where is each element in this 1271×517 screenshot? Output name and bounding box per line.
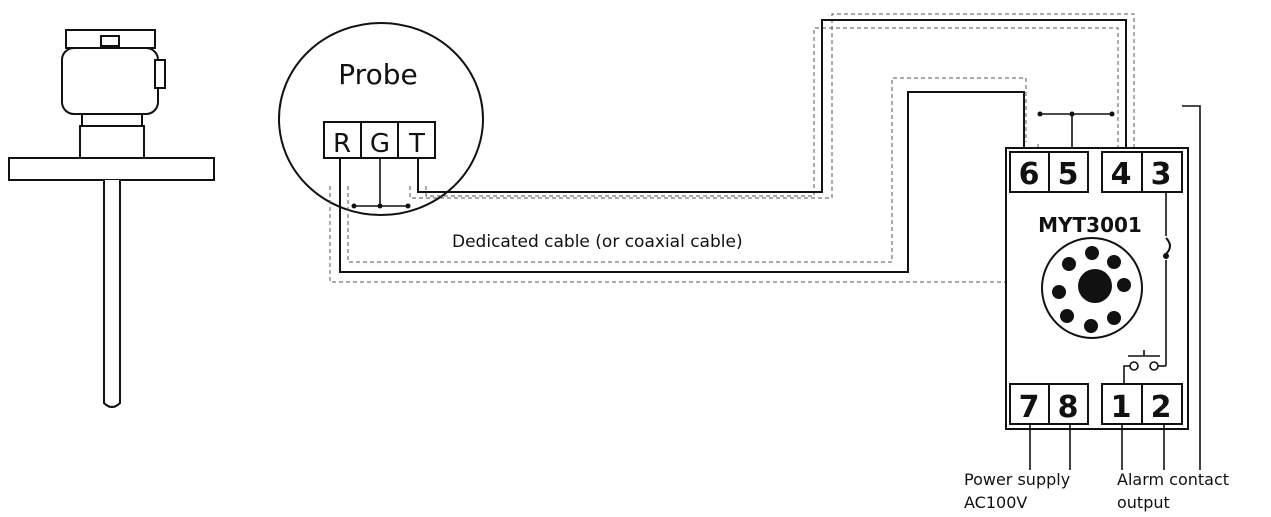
- probe-terminal-circle: [278, 22, 484, 216]
- power-supply-voltage-label: AC100V: [964, 493, 1027, 512]
- alarm-output-label: output: [1117, 493, 1170, 512]
- relay-terminal-8: 8: [1058, 390, 1079, 425]
- output-wires: [1029, 105, 1201, 470]
- relay-terminal-4: 4: [1111, 157, 1132, 192]
- relay-terminal-5: 5: [1058, 157, 1079, 192]
- jumper-wire: [1037, 111, 1115, 148]
- relay-model-label: MYT3001: [1038, 213, 1142, 237]
- relay-top-terminal-block: [1009, 151, 1183, 193]
- alarm-contact-label: Alarm contact: [1117, 470, 1229, 489]
- relay-terminal-7: 7: [1019, 390, 1040, 425]
- cable-shield-lines: [329, 13, 1135, 283]
- relay-octal-socket: [1041, 237, 1143, 339]
- probe-terminal-t: T: [408, 129, 425, 159]
- relay-terminal-6: 6: [1019, 157, 1040, 192]
- relay-terminal-3: 3: [1151, 157, 1172, 192]
- power-supply-label: Power supply: [964, 470, 1070, 489]
- relay-bottom-terminal-block: [1009, 383, 1183, 425]
- probe-terminal-g: G: [370, 129, 390, 159]
- relay-internal-contacts: [1123, 192, 1171, 384]
- probe-title: Probe: [338, 58, 417, 91]
- cable-conductor-lines: [339, 19, 1127, 273]
- relay-terminal-1: 1: [1111, 390, 1132, 425]
- probe-terminal-block: [323, 121, 436, 159]
- probe-terminal-r: R: [333, 129, 351, 159]
- relay-terminal-2: 2: [1151, 390, 1172, 425]
- cable-label: Dedicated cable (or coaxial cable): [452, 232, 743, 252]
- probe-sensor-illustration: [8, 29, 215, 408]
